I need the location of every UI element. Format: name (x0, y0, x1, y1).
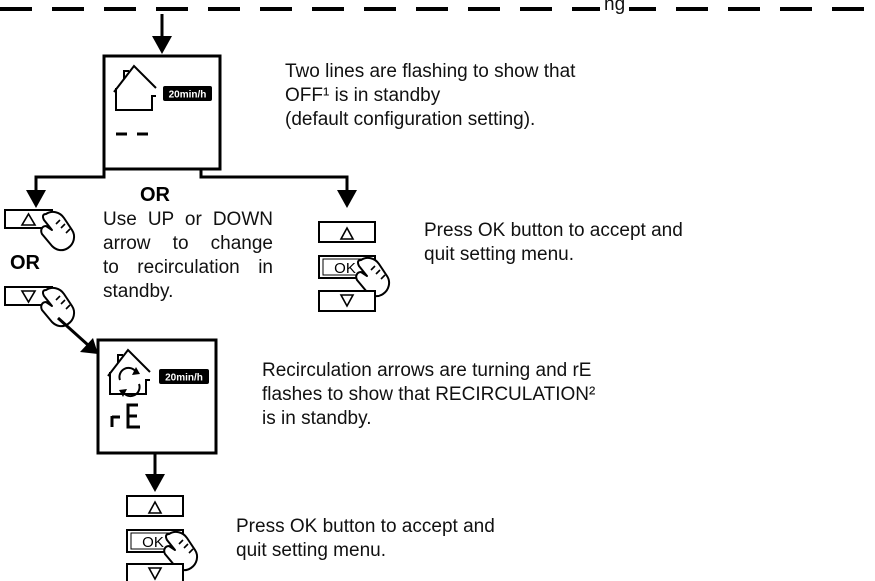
text-line: quit setting menu. (236, 540, 386, 561)
step-off-text: Two lines are flashing to show that OFF¹… (285, 60, 575, 132)
display-off: 20min/h (102, 54, 222, 171)
text-line: standby. (103, 281, 174, 302)
text-line: Press OK button to accept and (236, 516, 495, 537)
recirculation-icon (118, 366, 141, 398)
right-up-button[interactable] (318, 221, 376, 243)
up-arrow-icon (339, 226, 355, 240)
arrow-down-into-display (152, 14, 172, 54)
up-arrow-icon (147, 500, 163, 514)
branch-left-arrow (26, 170, 106, 208)
badge-off-text: 20min/h (169, 90, 207, 101)
house-icon (107, 348, 151, 395)
badge-recirc-text: 20min/h (165, 373, 203, 384)
branch-right-arrow (199, 169, 357, 208)
ok-label: OK (142, 534, 164, 551)
step-recirc-text: Recirculation arrows are turning and rE … (262, 359, 595, 431)
hand-pointer-icon (40, 210, 76, 252)
badge-recirc: 20min/h (159, 369, 209, 384)
down-arrow-icon (147, 567, 163, 581)
hand-pointer-icon (40, 286, 76, 328)
ok-label: OK (334, 260, 356, 277)
bottom-down-button[interactable] (126, 563, 184, 581)
badge-off: 20min/h (163, 86, 212, 101)
ok-instruction-1: Press OK button to accept and quit setti… (424, 219, 683, 267)
or-label-center: OR (140, 184, 170, 206)
text-line: OFF¹ is in standby (285, 85, 441, 106)
left-instruction: Use UP or DOWN arrow to change to recirc… (103, 208, 273, 304)
down-arrow-icon (20, 290, 37, 304)
text-line: to recirculation in (103, 257, 273, 278)
up-arrow-icon (20, 212, 37, 226)
text-line: Two lines are flashing to show that (285, 61, 576, 82)
right-down-button[interactable] (318, 290, 376, 312)
text-line: Press OK button to accept and (424, 220, 683, 241)
text-line: Use UP or DOWN (103, 209, 273, 230)
bottom-up-button[interactable] (126, 495, 184, 517)
arrow-down-second (145, 454, 165, 492)
text-line: is in standby. (262, 408, 372, 429)
text-line: flashes to show that RECIRCULATION² (262, 384, 596, 405)
header-fragment: ng (600, 0, 630, 16)
text-line: quit setting menu. (424, 244, 574, 265)
segment-text-rE (110, 403, 140, 429)
diagonal-arrow (56, 316, 98, 354)
or-label-left: OR (10, 252, 40, 274)
text-line: Recirculation arrows are turning and rE (262, 360, 592, 381)
ok-instruction-2: Press OK button to accept and quit setti… (236, 515, 495, 563)
down-arrow-icon (339, 294, 355, 308)
text-line: arrow to change (103, 233, 273, 254)
house-icon (113, 64, 157, 111)
text-line: (default configuration setting). (285, 109, 536, 130)
display-recirc: 20min/h (96, 338, 218, 455)
